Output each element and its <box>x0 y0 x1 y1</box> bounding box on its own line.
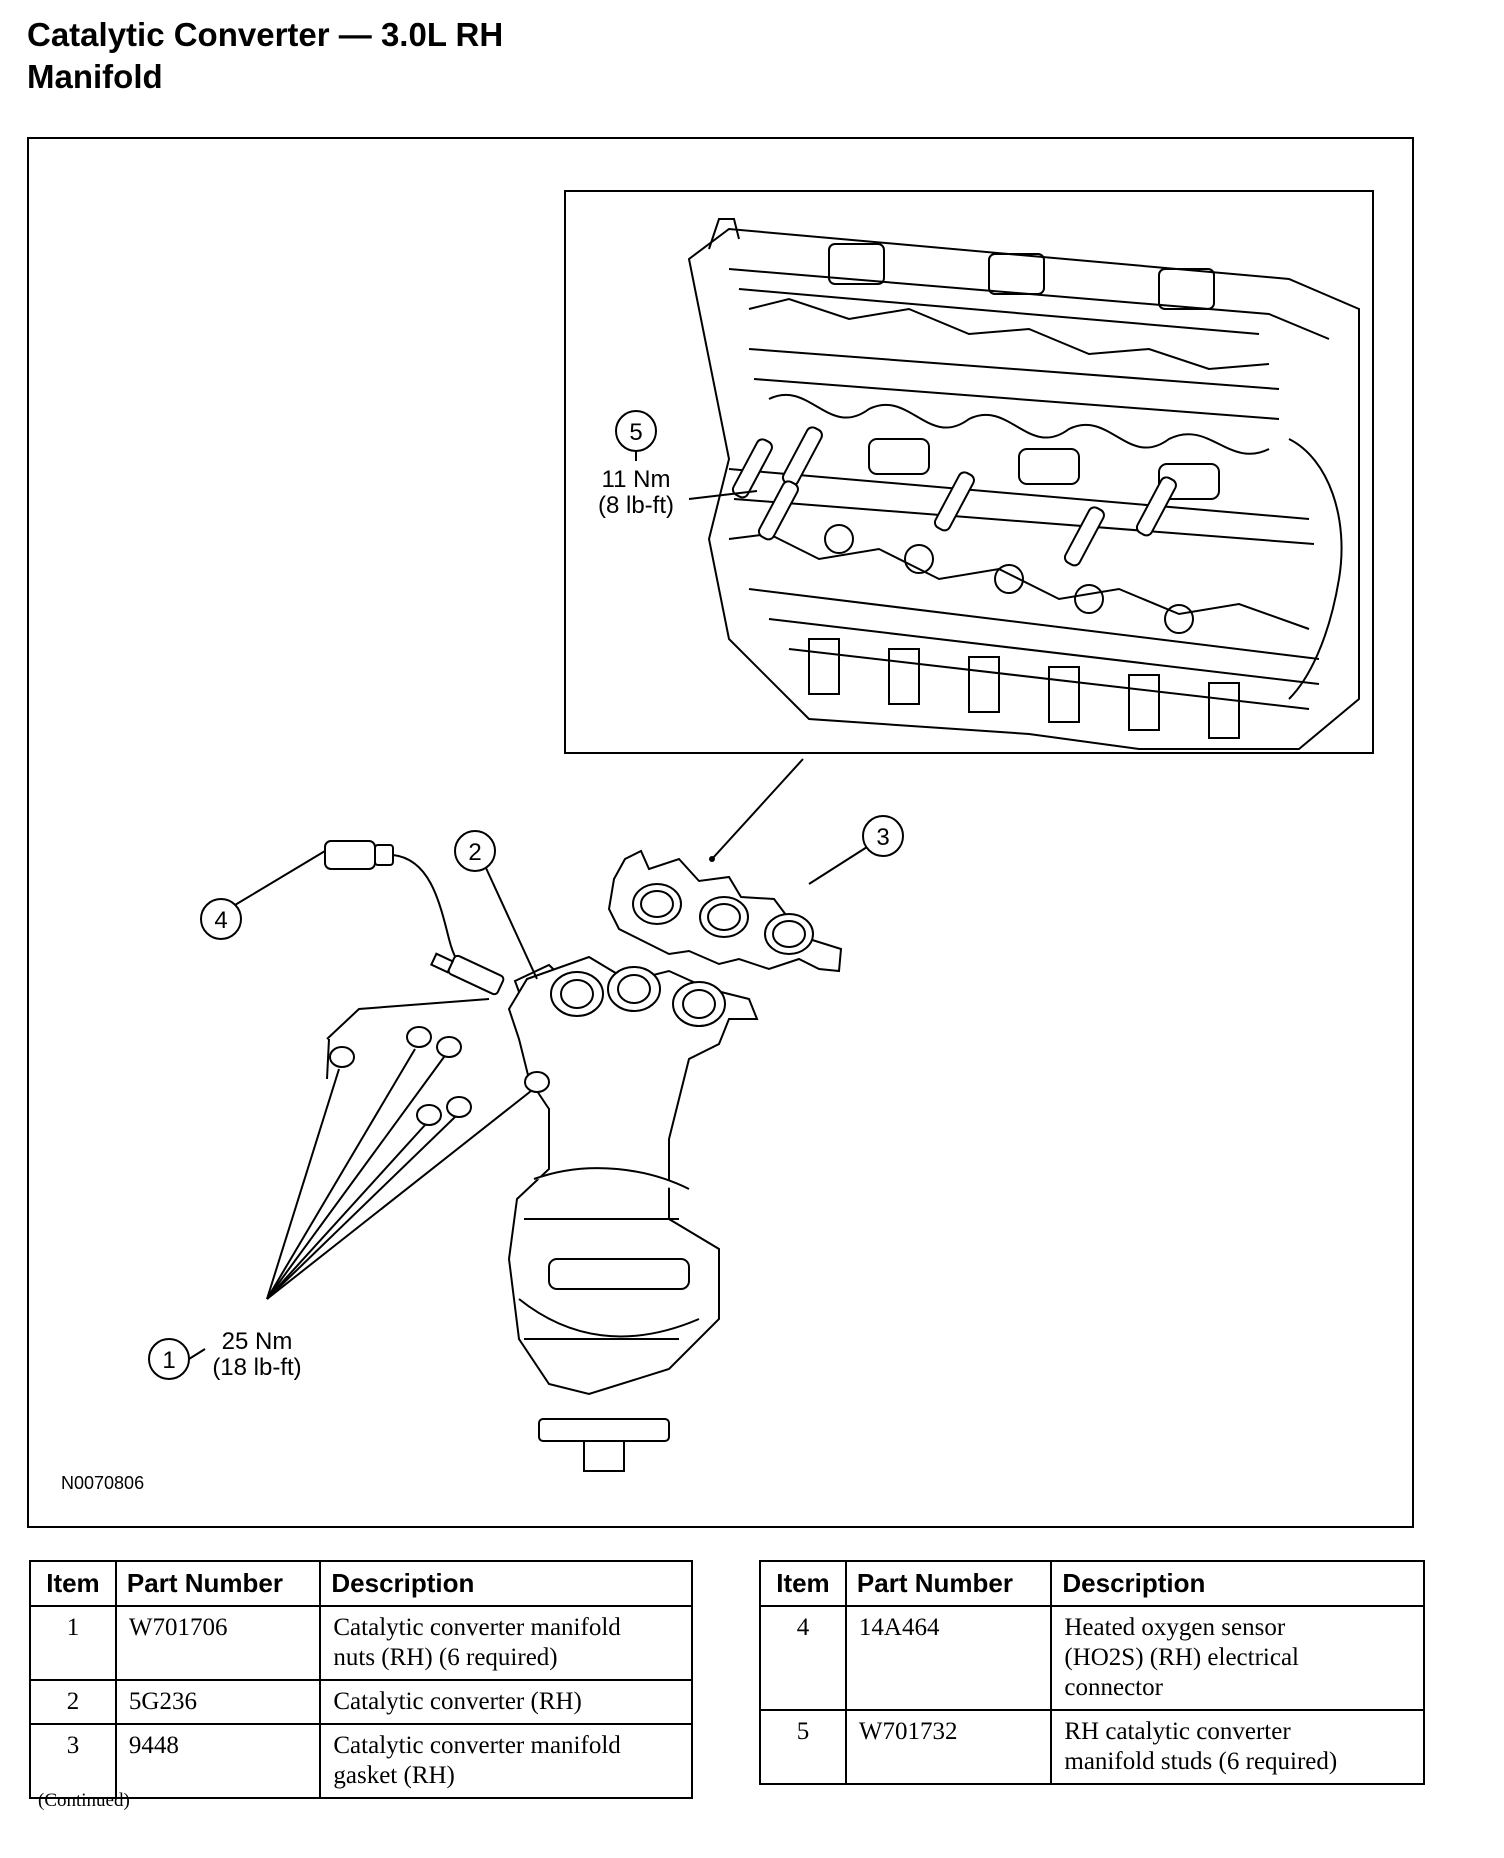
item-cell: 4 <box>759 1605 847 1711</box>
torque-1-nm: 25 Nm <box>222 1328 293 1355</box>
manifold-nuts <box>326 998 550 1126</box>
item-cell: 3 <box>29 1723 117 1799</box>
header-part-number: Part Number <box>844 1560 1053 1607</box>
title-line-2: Manifold <box>27 58 163 95</box>
manifold-studs <box>731 426 1177 567</box>
part-number-cell: W701732 <box>844 1709 1053 1785</box>
torque-1-lbft: (18 lb-ft) <box>212 1354 301 1381</box>
table-row: 5 W701732 RH catalytic converter manifol… <box>759 1709 1425 1785</box>
header-description: Description <box>1050 1560 1425 1607</box>
table-row: 2 5G236 Catalytic converter (RH) <box>29 1679 693 1725</box>
description-cell: Catalytic converter manifold gasket (RH) <box>319 1723 693 1799</box>
continued-note: (Continued) <box>38 1790 130 1811</box>
header-item: Item <box>759 1560 847 1607</box>
callout-3-circle <box>862 815 904 857</box>
callout-2-circle <box>454 830 496 872</box>
exploded-view-figure: 5 11 Nm (8 lb-ft) 3 <box>27 137 1414 1528</box>
description-cell: Catalytic converter (RH) <box>319 1679 693 1725</box>
torque-5-nm: 11 Nm <box>602 466 671 493</box>
title-line-1: Catalytic Converter — 3.0L RH <box>27 16 504 53</box>
description-cell: Catalytic converter manifold nuts (RH) (… <box>319 1605 693 1681</box>
engine-block-drawing <box>687 218 1360 750</box>
catalytic-converter <box>507 955 759 1472</box>
description-line: RH catalytic converter <box>1064 1718 1291 1745</box>
header-description: Description <box>319 1560 693 1607</box>
parts-table-right: Item Part Number Description 4 14A464 He… <box>759 1560 1425 1785</box>
table-header-row: Item Part Number Description <box>29 1560 693 1607</box>
description-line: gasket (RH) <box>333 1762 455 1789</box>
callout-4-circle <box>200 898 242 940</box>
part-number-cell: 14A464 <box>844 1605 1053 1711</box>
callout-2: 2 <box>468 839 481 866</box>
manifold-gasket <box>607 849 843 973</box>
description-line: manifold studs (6 required) <box>1064 1748 1338 1775</box>
description-line: nuts (RH) (6 required) <box>333 1644 558 1671</box>
engine-inset-frame <box>564 190 1374 754</box>
header-part-number: Part Number <box>114 1560 322 1607</box>
torque-5-lbft: (8 lb-ft) <box>598 492 674 519</box>
item-cell: 2 <box>29 1679 117 1725</box>
description-cell: RH catalytic converter manifold studs (6… <box>1050 1709 1425 1785</box>
oxygen-sensor <box>324 840 505 996</box>
description-line: Heated oxygen sensor <box>1064 1614 1286 1641</box>
item-cell: 5 <box>759 1709 847 1785</box>
part-number-cell: W701706 <box>114 1605 322 1681</box>
callout-3: 3 <box>876 824 889 851</box>
table-row: 3 9448 Catalytic converter manifold gask… <box>29 1723 693 1799</box>
illustration: 5 11 Nm (8 lb-ft) 3 <box>148 190 1374 1472</box>
part-number-cell: 9448 <box>114 1723 322 1799</box>
table-row: 4 14A464 Heated oxygen sensor (HO2S) (RH… <box>759 1605 1425 1711</box>
figure-id: N0070806 <box>61 1473 145 1493</box>
callout-5: 5 <box>629 419 642 446</box>
description-line: (HO2S) (RH) electrical <box>1064 1644 1300 1671</box>
table-header-row: Item Part Number Description <box>759 1560 1425 1607</box>
page-title: Catalytic Converter — 3.0L RH Manifold <box>27 14 503 98</box>
callout-4: 4 <box>214 907 227 934</box>
part-number-cell: 5G236 <box>114 1679 322 1725</box>
description-line: connector <box>1064 1674 1163 1701</box>
parts-table-left: Item Part Number Description 1 W701706 C… <box>29 1560 693 1799</box>
description-line: Catalytic converter manifold <box>333 1614 621 1641</box>
callout-1-leaders <box>266 1048 532 1300</box>
callout-1: 1 <box>162 1347 175 1374</box>
description-line: Catalytic converter manifold <box>333 1732 621 1759</box>
item-cell: 1 <box>29 1605 117 1681</box>
description-line: Catalytic converter (RH) <box>333 1688 582 1715</box>
table-row: 1 W701706 Catalytic converter manifold n… <box>29 1605 693 1681</box>
description-cell: Heated oxygen sensor (HO2S) (RH) electri… <box>1050 1605 1425 1711</box>
header-item: Item <box>29 1560 117 1607</box>
